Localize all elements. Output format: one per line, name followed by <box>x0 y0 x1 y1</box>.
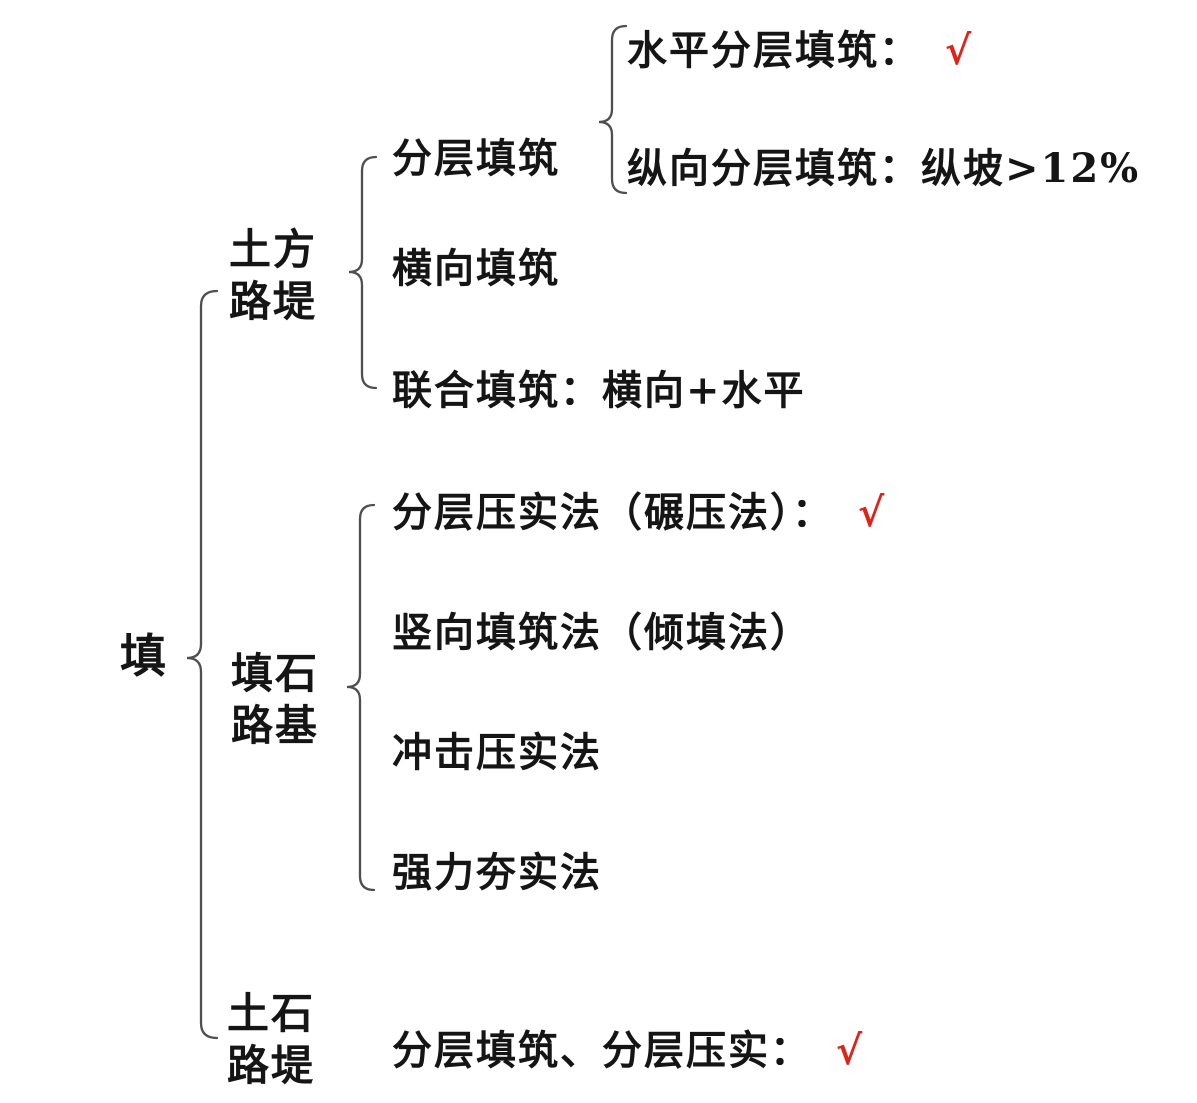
node-dynamic-compaction: 强力夯实法 <box>392 849 602 896</box>
branch-rockfill-roadbed-line1: 填石 <box>231 649 320 698</box>
node-layered-compaction: 分层压实法（碾压法）： √ <box>392 490 886 536</box>
branch-rockfill-roadbed: 填石 路基 <box>231 648 319 752</box>
node-transverse-filling: 横向填筑 <box>392 245 560 292</box>
node-layered-fill-and-compact: 分层填筑、分层压实： √ <box>392 1028 864 1074</box>
branch-earth-rock-embankment-line1: 土石 <box>227 989 316 1038</box>
brace-root <box>186 289 219 1040</box>
node-layered-filling: 分层填筑 <box>392 135 560 182</box>
node-horizontal-layered-filling-label: 水平分层填筑： <box>627 27 921 74</box>
brace-earth-embankment <box>348 155 378 390</box>
node-impact-compaction: 冲击压实法 <box>392 729 602 776</box>
branch-earth-embankment-line1: 土方 <box>229 225 318 274</box>
red-checkmark: √ <box>945 27 974 74</box>
node-layered-compaction-label: 分层压实法（碾压法）： <box>392 489 834 536</box>
branch-earth-embankment-line2: 路堤 <box>229 277 318 326</box>
root-node-fill: 填 <box>120 629 166 683</box>
red-checkmark: √ <box>836 1027 865 1074</box>
node-layered-fill-and-compact-label: 分层填筑、分层压实： <box>392 1027 812 1074</box>
node-combined-filling: 联合填筑：横向+水平 <box>392 367 806 414</box>
red-checkmark: √ <box>858 489 887 536</box>
branch-earth-rock-embankment-line2: 路堤 <box>227 1041 316 1090</box>
node-horizontal-layered-filling: 水平分层填筑： √ <box>627 28 973 74</box>
node-vertical-filling-method: 竖向填筑法（倾填法） <box>392 609 812 656</box>
branch-rockfill-roadbed-line2: 路基 <box>231 701 320 750</box>
branch-earth-embankment: 土方 路堤 <box>229 224 317 328</box>
brace-rockfill-roadbed <box>346 503 376 892</box>
branch-earth-rock-embankment: 土石 路堤 <box>227 988 315 1092</box>
brace-layered-filling <box>598 24 628 195</box>
node-longitudinal-layered-filling: 纵向分层填筑：纵坡>12% <box>627 145 1141 192</box>
